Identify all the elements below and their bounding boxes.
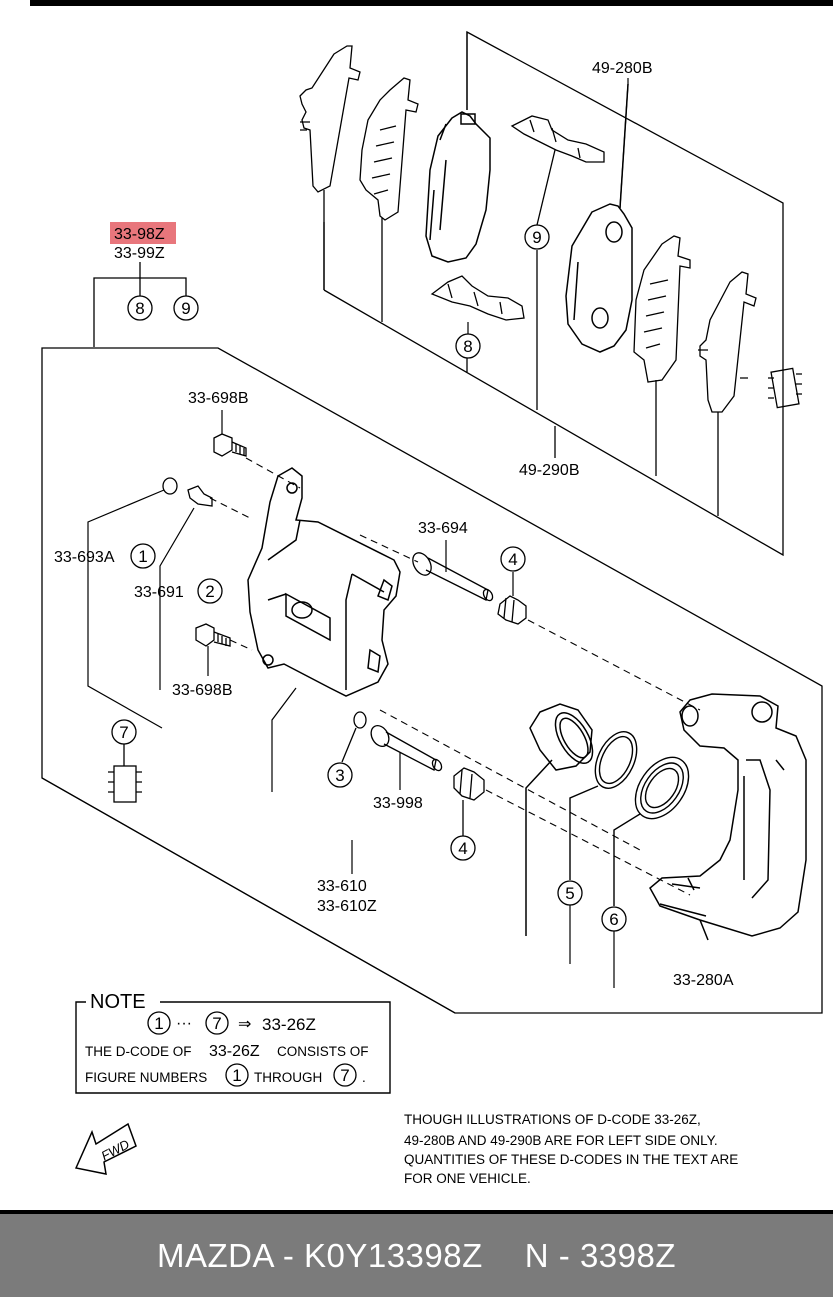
- svg-text:8: 8: [135, 299, 144, 318]
- note-dcode: 33-26Z: [262, 1015, 316, 1034]
- label-33-694: 33-694: [418, 520, 468, 537]
- svg-text:9: 9: [181, 299, 190, 318]
- disclaimer-line3: QUANTITIES OF THESE D-CODES IN THE TEXT …: [404, 1152, 738, 1167]
- note-ellipsis: ···: [176, 1015, 192, 1032]
- anti-rattle-clip-lower: [430, 275, 525, 321]
- callout-8-top: 8: [127, 295, 153, 321]
- disclaimer-line1: THOUGH ILLUSTRATIONS OF D-CODE 33-26Z,: [404, 1112, 701, 1127]
- label-33-698b-bottom: 33-698B: [172, 682, 233, 699]
- piston-seal-5: [569, 731, 638, 880]
- brake-caliper-diagram: 49-280B 49-290B 9 8 33-98Z 33-99Z 8 9: [41, 30, 823, 1186]
- label-33-280a: 33-280A: [673, 972, 734, 989]
- caliper-bracket-33-280a: [649, 693, 807, 941]
- label-33-698b-top: 33-698B: [188, 390, 249, 407]
- bottom-leaders: [41, 777, 456, 1014]
- disclaimer: THOUGH ILLUSTRATIONS OF D-CODE 33-26Z, 4…: [404, 1112, 738, 1186]
- label-33-998: 33-998: [373, 795, 423, 812]
- leader-33-610: [271, 687, 353, 874]
- callout-4-top: 4: [500, 546, 526, 572]
- svg-text:4: 4: [508, 550, 517, 569]
- note-line3-b: 1: [232, 1066, 241, 1085]
- label-49-280b: 49-280B: [592, 60, 653, 77]
- guide-pin-33-998: [370, 725, 443, 772]
- leader-33-99z: [93, 262, 187, 347]
- callout-6: 6: [601, 906, 627, 988]
- label-33-691: 33-691: [134, 584, 184, 601]
- wear-sensor-clip: [768, 367, 802, 409]
- label-49-290b: 49-290B: [519, 462, 580, 479]
- leader-49-290b: [466, 250, 556, 458]
- note-arrow: ⇒: [238, 1016, 251, 1033]
- pin-boot-lower: [453, 767, 485, 836]
- svg-text:7: 7: [119, 723, 128, 742]
- label-33-610: 33-610: [317, 878, 367, 895]
- svg-text:6: 6: [609, 910, 618, 929]
- callout-2: 2: [197, 578, 223, 604]
- brake-pad-left: [425, 111, 491, 263]
- pad-shim-outer-left: [299, 45, 361, 290]
- svg-text:2: 2: [205, 582, 214, 601]
- bleeder-screw: [187, 485, 213, 507]
- label-33-693a: 33-693A: [54, 549, 115, 566]
- wear-indicator-7: [108, 744, 142, 803]
- footer-part-number: MAZDA - K0Y13398Z: [156, 1236, 483, 1274]
- note-line3-c: THROUGH: [254, 1070, 322, 1085]
- note-line2-a: THE D-CODE OF: [85, 1044, 192, 1059]
- leader-33-693a: [87, 489, 195, 729]
- note-line2-b: 33-26Z: [209, 1043, 260, 1060]
- note-from-number: 1: [154, 1014, 163, 1033]
- footer-diagram-code: N - 3398Z: [524, 1236, 677, 1274]
- footer-bar: MAZDA - K0Y13398Z N - 3398Z: [0, 1210, 833, 1297]
- bleeder-cap: [162, 477, 178, 495]
- brake-pad-right: [565, 83, 633, 353]
- pad-shim-outer-right: [698, 271, 757, 516]
- highlight-box: [110, 222, 176, 244]
- note-line2-c: CONSISTS OF: [277, 1044, 369, 1059]
- svg-text:8: 8: [463, 337, 472, 356]
- top-border: [30, 0, 833, 6]
- label-33-99z: 33-99Z: [114, 245, 165, 262]
- callout-1: 1: [130, 543, 156, 569]
- caliper-kit-outline: [41, 347, 823, 1014]
- fwd-arrow-icon: FWD: [74, 1122, 137, 1175]
- callout-3: 3: [327, 762, 353, 788]
- assembly-lines: [209, 457, 701, 896]
- washer-3: [341, 711, 367, 763]
- caliper-housing: [247, 467, 401, 697]
- bolt-33-698b-bottom: [195, 623, 231, 647]
- callout-5: 5: [557, 880, 583, 964]
- bolt-33-698b-top: [213, 433, 247, 457]
- note-to-number: 7: [212, 1014, 221, 1033]
- fwd-label: FWD: [99, 1136, 132, 1163]
- callout-7: 7: [111, 719, 137, 745]
- footer-panel: MAZDA - K0Y13398Z N - 3398Z: [0, 1214, 833, 1297]
- note-line3-e: .: [362, 1070, 366, 1085]
- callout-9-pad: 9: [524, 224, 550, 250]
- note-title: NOTE: [90, 991, 146, 1013]
- svg-text:4: 4: [458, 839, 467, 858]
- pin-boot-upper: [497, 595, 527, 625]
- svg-text:1: 1: [138, 547, 147, 566]
- anti-rattle-clip-upper: [510, 115, 605, 226]
- callout-8-pad: 8: [455, 322, 481, 359]
- guide-pin-33-694: [412, 552, 494, 602]
- label-33-610z: 33-610Z: [317, 898, 377, 915]
- note-line3-d: 7: [340, 1066, 349, 1085]
- piston-boot-6: [613, 756, 690, 906]
- disclaimer-line4: FOR ONE VEHICLE.: [404, 1171, 531, 1186]
- label-33-98z: 33-98Z: [114, 226, 165, 243]
- note-line3-a: FIGURE NUMBERS: [85, 1070, 207, 1085]
- callout-4-bottom: 4: [450, 835, 476, 861]
- svg-text:5: 5: [565, 884, 574, 903]
- pad-shim-slotted-right: [633, 235, 691, 476]
- svg-text:9: 9: [532, 228, 541, 247]
- svg-text:3: 3: [335, 766, 344, 785]
- pad-shim-slotted-left: [359, 77, 419, 322]
- caliper-piston: [525, 703, 594, 936]
- footer-text: MAZDA - K0Y13398Z N - 3398Z: [157, 1237, 676, 1275]
- disclaimer-line2: 49-280B AND 49-290B ARE FOR LEFT SIDE ON…: [404, 1133, 718, 1148]
- note-box: NOTE 1 ··· 7 ⇒ 33-26Z THE D-CODE OF 33-2…: [75, 991, 391, 1094]
- callout-9-top: 9: [173, 295, 199, 321]
